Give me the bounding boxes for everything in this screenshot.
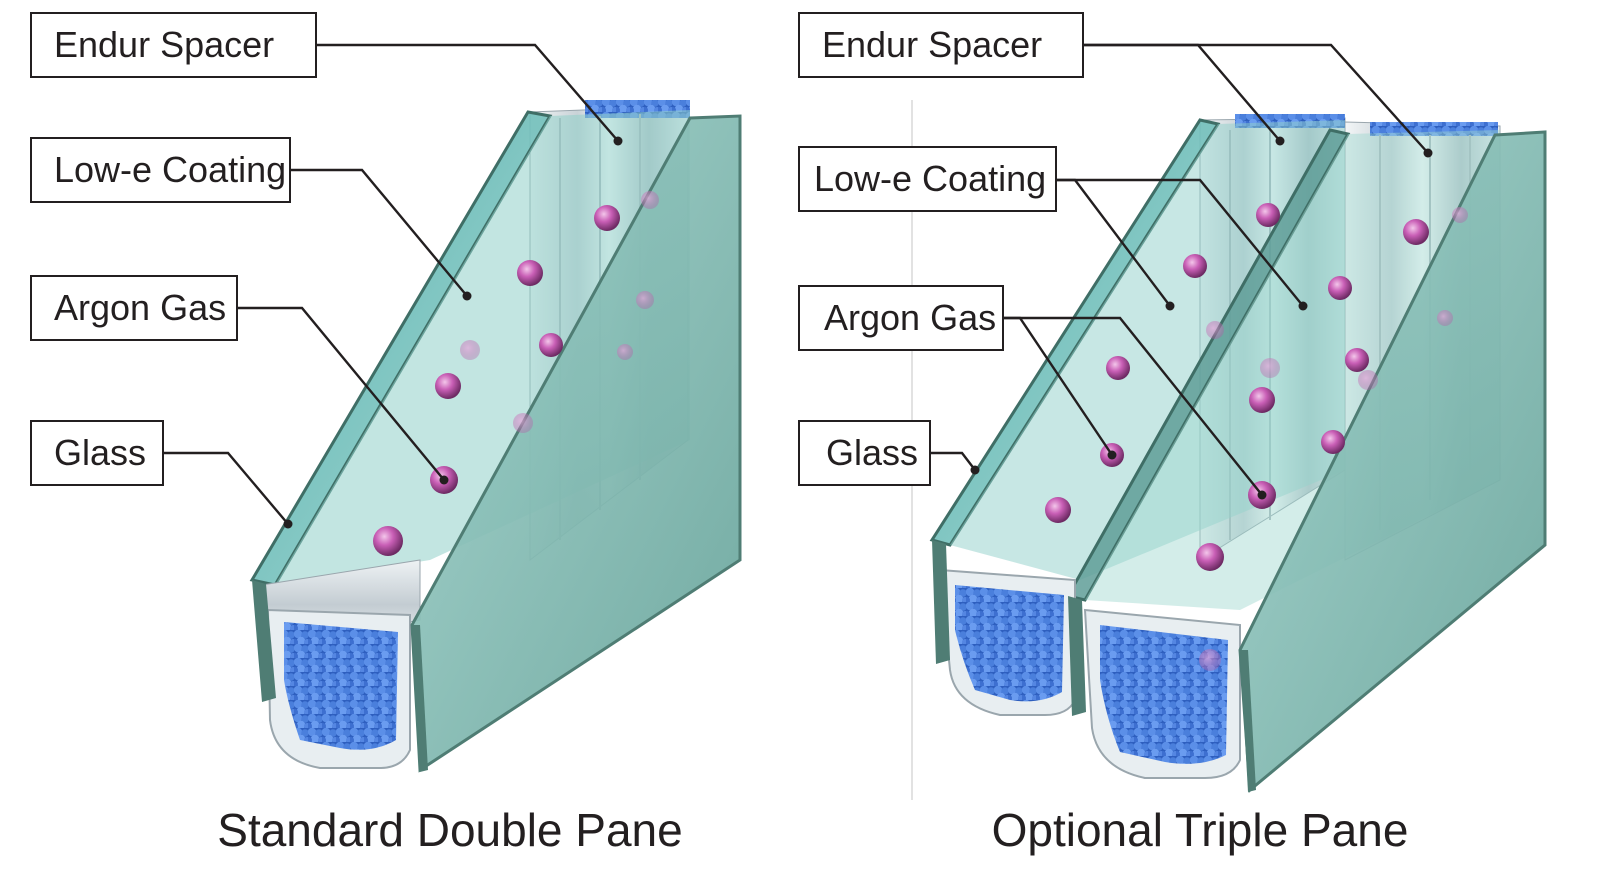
leader-lines [163,43,1429,525]
double-left-glass-edge [252,580,276,702]
double-pane-unit [249,100,742,773]
triple-middle-glass-edge [1068,596,1086,716]
label-triple-endur-spacer: Endur Spacer [798,12,1084,78]
leader-double-gas [237,306,445,481]
triple-pane-2 [1065,128,1351,602]
double-outer-pane [410,114,742,773]
triple-pane-unit [929,114,1547,794]
leader-triple-coating-b [1056,178,1304,307]
label-triple-low-e-coating: Low-e Coating [798,146,1057,212]
label-double-glass: Glass [30,420,164,486]
leader-triple-glass [930,451,976,471]
leader-dots [283,136,1433,529]
caption-standard-double-pane: Standard Double Pane [217,804,683,856]
label-double-argon-gas: Argon Gas [30,275,238,341]
leader-double-spacer [316,43,619,142]
triple-outer-pane [1238,130,1547,794]
leader-double-coating [290,168,468,297]
leader-double-glass [163,451,289,525]
triple-desiccant-2 [1100,625,1228,764]
leader-triple-gas-b [1003,316,1263,496]
caption-optional-triple-pane: Optional Triple Pane [991,804,1409,856]
triple-desiccant-1 [955,585,1064,702]
triple-outer-pane-edge [1240,650,1256,792]
label-double-endur-spacer: Endur Spacer [30,12,317,78]
double-outer-pane-edge [412,625,428,772]
double-desiccant-beads [284,622,398,750]
triple-left-glass-edge [932,540,950,664]
label-triple-glass: Glass [798,420,931,486]
label-triple-argon-gas: Argon Gas [798,285,1004,351]
label-double-low-e-coating: Low-e Coating [30,137,291,203]
leader-triple-spacer-b [1083,43,1429,154]
